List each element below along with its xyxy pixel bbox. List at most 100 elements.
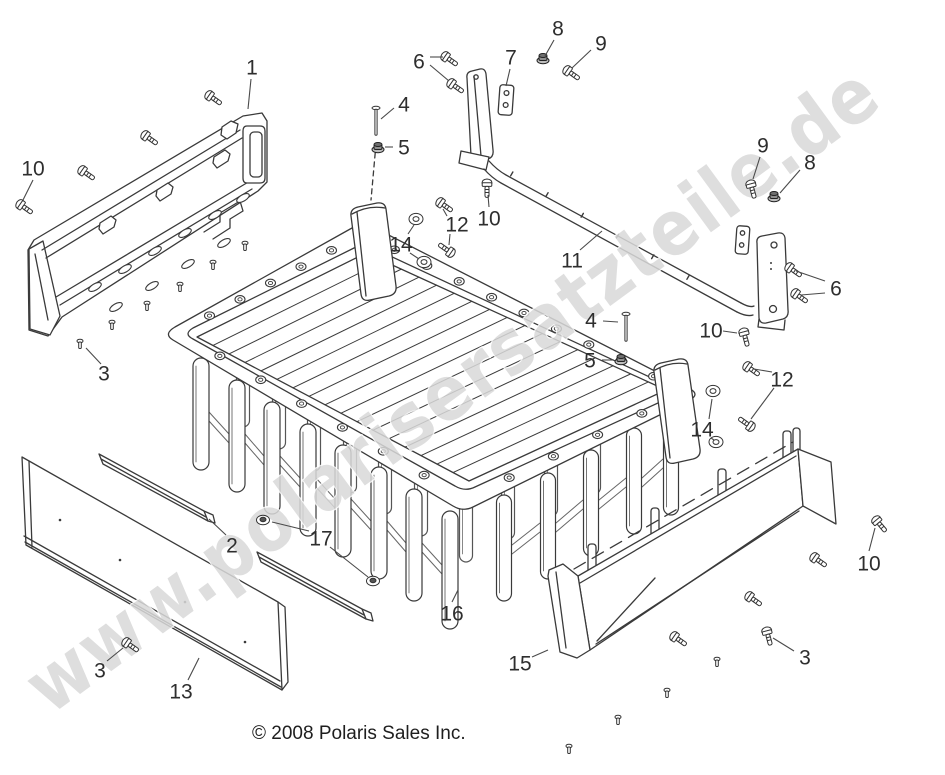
callout-3: 3 [94, 647, 124, 683]
box-rail-upper [98, 453, 216, 524]
callout-14: 14 [389, 224, 420, 260]
leg-brace [386, 529, 407, 553]
flange-hole-inner [586, 342, 592, 347]
tailgate-panel [27, 112, 268, 337]
flangenut-icon [256, 514, 270, 526]
floor-slat [404, 357, 596, 448]
rail-slot [615, 233, 620, 239]
leader-line [708, 398, 713, 420]
callout-1: 1 [246, 57, 258, 110]
side-panel [547, 427, 837, 659]
tailgate-holes [88, 192, 250, 313]
post-cap [654, 362, 688, 371]
callout-2: 2 [208, 518, 238, 558]
callout-10: 10 [477, 194, 501, 231]
flange-hole-inner [328, 248, 335, 253]
panel-hole [181, 258, 195, 270]
washer-icon [408, 212, 424, 226]
panel-hole [145, 280, 159, 292]
side-panel-right-return [797, 448, 837, 525]
flange-hole-inner [553, 326, 559, 331]
leg-brace [350, 498, 372, 522]
tailgate-rim-line2 [45, 137, 243, 259]
part-number-label: 16 [440, 603, 463, 626]
flange-hole-inner [299, 401, 305, 406]
leader-line [795, 270, 826, 282]
rail-slot [580, 212, 585, 218]
floor-slat [436, 373, 632, 465]
upright-hole [473, 74, 479, 80]
screw-icon [669, 631, 687, 647]
box-leg [405, 488, 423, 602]
frame-rail-end [736, 302, 755, 317]
flange-hole-inner [298, 264, 304, 269]
callout-10: 10 [857, 527, 881, 576]
box-leg [441, 510, 459, 630]
flange-hole [203, 311, 216, 321]
screw-icon [738, 327, 750, 347]
box-leg [539, 472, 557, 580]
callout-6: 6 [413, 51, 450, 82]
part-number-label: 12 [445, 214, 468, 237]
leader-line [448, 233, 451, 246]
panel-hole [118, 263, 132, 275]
rail-slot [545, 191, 549, 198]
flange-hole [214, 351, 226, 361]
part-number-label: 3 [98, 363, 110, 386]
screw-icon [562, 65, 580, 81]
leader-line [868, 527, 876, 552]
screw-icon [790, 288, 808, 304]
callout-8: 8 [544, 18, 564, 57]
washer-icon [705, 384, 721, 398]
upright-line [473, 75, 482, 157]
callout-8: 8 [779, 152, 816, 194]
part-number-label: 9 [757, 135, 769, 158]
leader-line [722, 330, 738, 334]
flange-hole [295, 262, 307, 272]
bolt-icon [371, 105, 381, 136]
rail-slot [650, 254, 655, 260]
rail-end-line [203, 510, 209, 522]
screw-icon [140, 130, 158, 146]
callout-13: 13 [169, 657, 200, 704]
locknut-icon [614, 354, 628, 366]
flange-hole [296, 399, 308, 408]
panel-bottom-line [595, 510, 800, 645]
flange-hole [547, 451, 559, 461]
callout-9: 9 [752, 135, 769, 180]
cargo-box [167, 202, 701, 630]
screw-icon [435, 197, 453, 213]
rail-end-line [361, 608, 367, 620]
flange-hole [336, 423, 348, 432]
floor-slat [212, 260, 385, 346]
flange-hole [592, 430, 604, 440]
floor-slat [324, 316, 508, 406]
hinge-tab [155, 182, 174, 202]
box-leg [582, 449, 600, 557]
part-number-label: 10 [21, 158, 44, 181]
part-number-label: 13 [169, 681, 192, 704]
leader-line [602, 320, 619, 323]
upright-hole [768, 304, 778, 314]
flange-hole-inner [421, 473, 427, 478]
rivet-dot [770, 262, 772, 264]
callout-17: 17 [271, 521, 369, 578]
post-cap [351, 206, 386, 215]
flange-hole-inner [258, 377, 264, 382]
leader-line [247, 78, 252, 110]
flange-hole-inner [550, 454, 556, 459]
leg-brace [315, 477, 336, 500]
leader-line [271, 521, 310, 532]
rail-slot [509, 171, 514, 177]
pin-icon [176, 281, 184, 292]
leg-brace [555, 499, 584, 524]
leader-line [407, 224, 415, 235]
leader-line [710, 437, 715, 441]
leader-line [451, 589, 459, 603]
box-leg [192, 357, 210, 471]
panel-fold-line [28, 460, 33, 548]
panel-back-rim [573, 441, 794, 570]
part-number-label: 3 [94, 660, 106, 683]
